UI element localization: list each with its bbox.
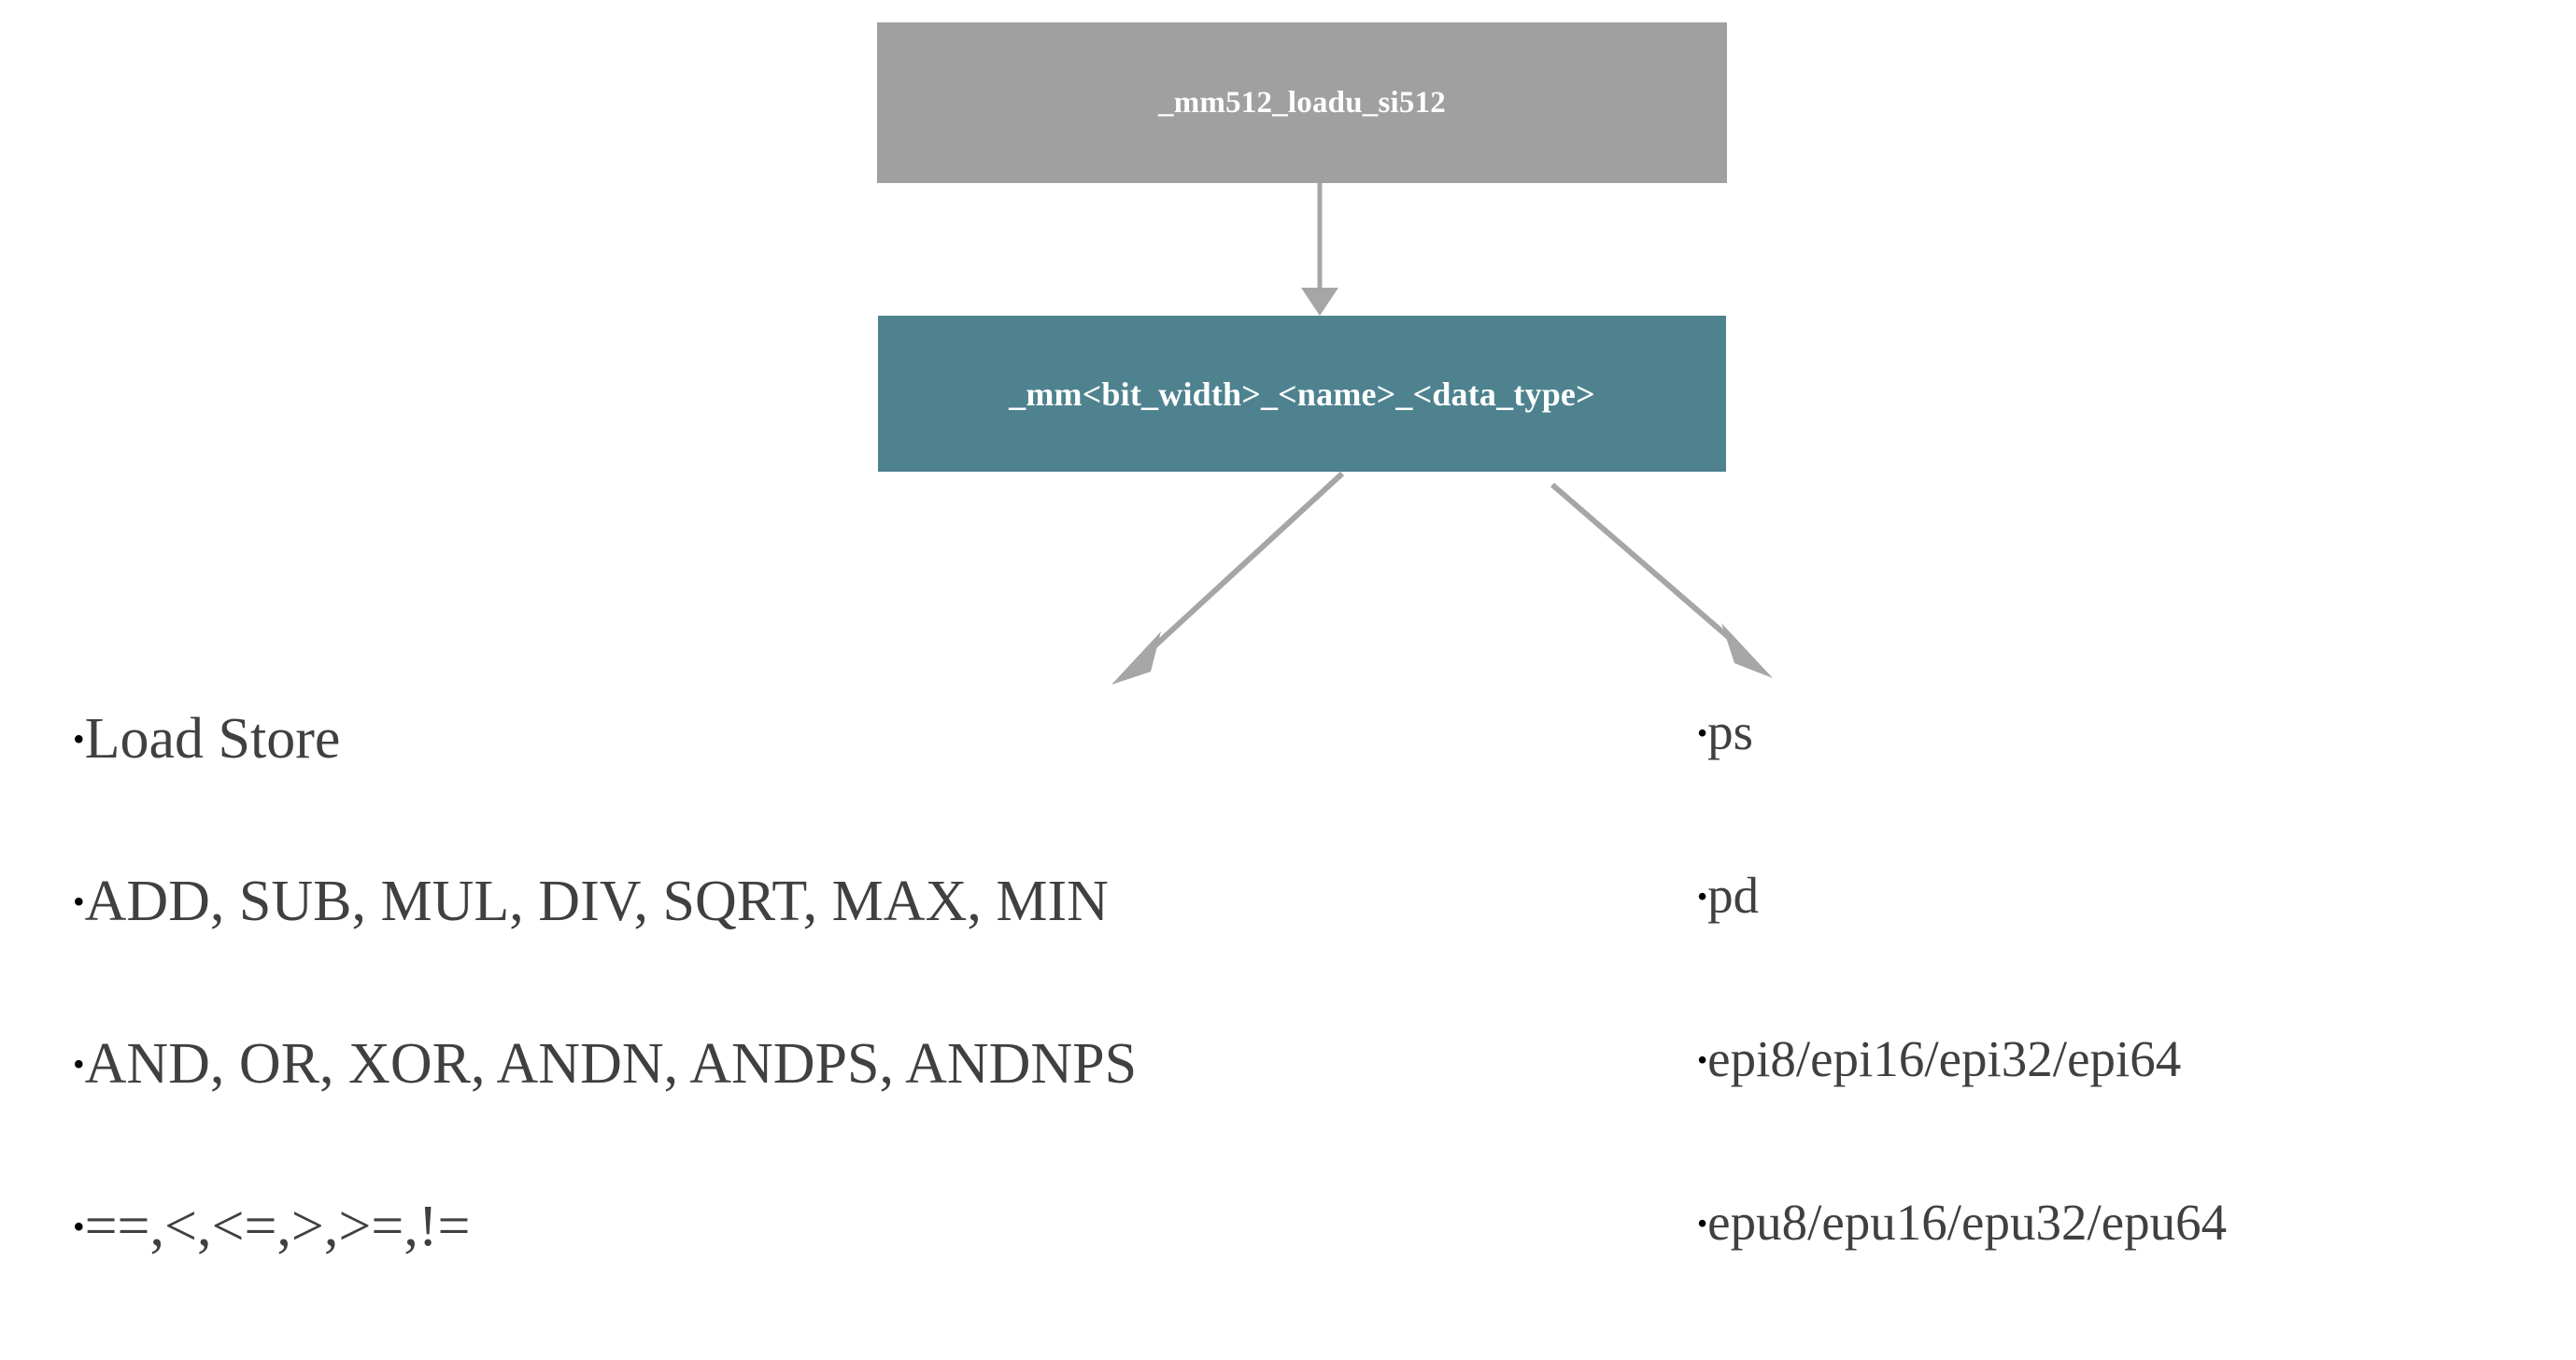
list-item: •epu8/epu16/epu32/epu64 [1697,1197,2547,1248]
bullet-icon: • [73,1045,85,1084]
list-item: •ADD, SUB, MUL, DIV, SQRT, MAX, MIN [73,872,1605,930]
data-types-list: •ps •pd •epi8/epi16/epi32/epi64 •epu8/ep… [1697,706,2547,1360]
list-item-label: AND, OR, XOR, ANDN, ANDPS, ANDNPS [84,1032,1138,1096]
bullet-icon: • [1697,879,1708,913]
bullet-icon: • [73,720,85,758]
arrow-root-to-pattern [1301,183,1338,316]
arrow-pattern-to-operations [1111,471,1345,685]
root-node-box: _mm512_loadu_si512 [877,22,1727,183]
arrow-pattern-to-data-types [1550,482,1773,678]
bullet-icon: • [1697,715,1708,749]
list-item-label: Load Store [84,707,341,771]
operations-list: •Load Store •ADD, SUB, MUL, DIV, SQRT, M… [73,710,1605,1360]
list-item-label: ps [1707,703,1754,760]
list-item: •pd [1697,870,2547,921]
list-item-label: pd [1707,867,1760,924]
list-item: •AND, OR, XOR, ANDN, ANDPS, ANDNPS [73,1035,1605,1093]
pattern-node-label: _mm<bit_width>_<name>_<data_type> [1009,375,1595,413]
list-item: •ps [1697,706,2547,758]
list-item-label: ADD, SUB, MUL, DIV, SQRT, MAX, MIN [84,870,1109,933]
list-item: •epi8/epi16/epi32/epi64 [1697,1033,2547,1084]
pattern-node-box: _mm<bit_width>_<name>_<data_type> [878,316,1726,472]
bullet-icon: • [1697,1042,1708,1076]
list-item: •==,<,<=,>,>=,!= [73,1197,1605,1255]
list-item: •Load Store [73,710,1605,768]
list-item-label: ==,<,<=,>,>=,!= [84,1195,471,1258]
root-node-label: _mm512_loadu_si512 [1158,85,1446,120]
bullet-icon: • [73,883,85,921]
bullet-icon: • [1697,1206,1708,1240]
list-item-label: epu8/epu16/epu32/epu64 [1707,1194,2228,1251]
bullet-icon: • [73,1208,85,1246]
list-item-label: epi8/epi16/epi32/epi64 [1707,1030,2182,1087]
